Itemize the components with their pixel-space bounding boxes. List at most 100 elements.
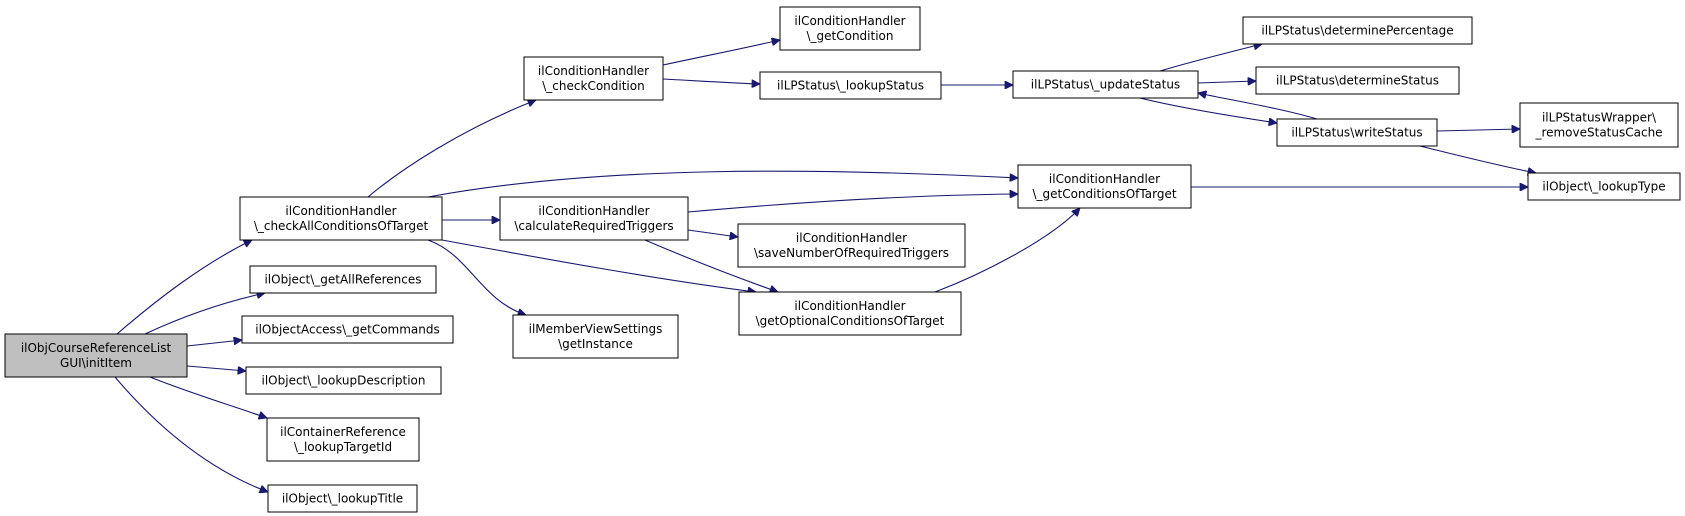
edge-checkAll-to-getOptional: [441, 239, 756, 292]
node-getCommands[interactable]: ilObjectAccess\_getCommands: [241, 315, 454, 344]
node-label-line: ilLPStatus\_updateStatus: [1031, 78, 1180, 92]
node-label-line: ilConditionHandler: [285, 204, 396, 218]
edge-root-to-lookupTargetId: [149, 376, 267, 418]
edge-checkAll-to-checkCond: [367, 100, 536, 198]
node-box: [1255, 66, 1460, 95]
edge-path: [1436, 129, 1520, 131]
edges-layer: [114, 40, 1536, 492]
node-label-line: ilLPStatus\writeStatus: [1291, 126, 1422, 140]
node-label-line: \_getConditionsOfTarget: [1032, 187, 1176, 201]
node-getCond[interactable]: ilConditionHandler\_getCondition: [779, 6, 921, 51]
node-lookupType[interactable]: ilObject\_lookupType: [1527, 172, 1681, 201]
node-saveNum[interactable]: ilConditionHandler\saveNumberOfRequiredT…: [737, 223, 966, 268]
node-label-line: ilObjectAccess\_getCommands: [255, 323, 440, 337]
edge-path: [934, 208, 1080, 293]
node-label-line: \saveNumberOfRequiredTriggers: [754, 246, 949, 260]
node-box: [523, 56, 664, 101]
node-label-line: ilMemberViewSettings: [529, 322, 663, 336]
edge-path: [687, 194, 1018, 213]
node-lookupTargetId[interactable]: ilContainerReference\_lookupTargetId: [266, 417, 420, 462]
node-getAllRefs[interactable]: ilObject\_getAllReferences: [249, 265, 437, 294]
edge-path: [116, 239, 252, 335]
node-box: [1519, 102, 1679, 148]
edge-path: [149, 376, 267, 418]
edge-path: [186, 340, 242, 347]
node-removeCache[interactable]: ilLPStatusWrapper\_removeStatusCache: [1519, 102, 1679, 148]
node-box: [759, 71, 942, 100]
node-writeStatus[interactable]: ilLPStatus\writeStatus: [1276, 118, 1438, 147]
edge-path: [427, 239, 526, 315]
node-box: [1012, 70, 1199, 99]
node-box: [1242, 16, 1473, 45]
node-label-line: \_lookupTargetId: [294, 440, 392, 454]
node-label-line: ilConditionHandler: [794, 299, 905, 313]
node-label-line: \getInstance: [558, 337, 633, 351]
node-label-line: ilObjCourseReferenceList: [21, 341, 172, 355]
node-label-line: ilLPStatus\determineStatus: [1276, 74, 1439, 88]
node-box: [499, 196, 689, 241]
edge-writeStatus-to-removeCache: [1436, 129, 1520, 131]
node-box: [738, 291, 962, 336]
edge-checkCond-to-getCond: [662, 40, 780, 66]
node-memberView[interactable]: ilMemberViewSettings\getInstance: [512, 314, 679, 359]
edge-checkAll-to-memberView: [427, 239, 526, 315]
node-label-line: ilLPStatus\_lookupStatus: [777, 79, 924, 93]
node-detPercent[interactable]: ilLPStatus\determinePercentage: [1242, 16, 1473, 45]
edge-calcReq-to-getOptional: [644, 239, 778, 292]
node-label-line: \getOptionalConditionsOfTarget: [756, 314, 945, 328]
node-box: [1017, 164, 1192, 209]
node-box: [512, 314, 679, 359]
edge-path: [186, 365, 246, 371]
node-lpLookup[interactable]: ilLPStatus\_lookupStatus: [759, 71, 942, 100]
node-box: [241, 315, 454, 344]
node-label-line: ilLPStatus\determinePercentage: [1261, 24, 1453, 38]
node-box: [245, 366, 442, 395]
node-calcReq[interactable]: ilConditionHandler\calculateRequiredTrig…: [499, 196, 689, 241]
edge-path: [644, 239, 778, 292]
edge-path: [1198, 93, 1318, 120]
node-lookupTitle[interactable]: ilObject\_lookupTitle: [267, 484, 418, 513]
edge-getOptional-to-getCondsOfTarget: [934, 208, 1080, 293]
node-label-line: ilConditionHandler: [538, 64, 649, 78]
edge-path: [427, 170, 1018, 198]
node-box: [239, 196, 443, 241]
node-getCondsOfTarget[interactable]: ilConditionHandler\_getConditionsOfTarge…: [1017, 164, 1192, 209]
edge-path: [1159, 44, 1262, 72]
node-checkCond[interactable]: ilConditionHandler\_checkCondition: [523, 56, 664, 101]
node-label-line: ilObject\_lookupDescription: [262, 374, 426, 388]
node-label-line: ilLPStatusWrapper\: [1542, 111, 1657, 125]
edge-writeStatus-to-lookupType: [1419, 145, 1536, 173]
edge-updateStatus-to-detPercent: [1159, 44, 1262, 72]
edge-path: [687, 229, 738, 237]
node-label-line: \_getCondition: [806, 29, 893, 43]
node-label-line: _removeStatusCache: [1534, 126, 1662, 140]
node-box: [4, 333, 188, 378]
node-getOptional[interactable]: ilConditionHandler\getOptionalConditions…: [738, 291, 962, 336]
node-box: [267, 484, 418, 513]
node-detStatus[interactable]: ilLPStatus\determineStatus: [1255, 66, 1460, 95]
node-label-line: \calculateRequiredTriggers: [514, 219, 673, 233]
edge-checkCond-to-lpLookup: [662, 78, 760, 84]
node-checkAll[interactable]: ilConditionHandler\_checkAllConditionsOf…: [239, 196, 443, 241]
node-lookupDesc[interactable]: ilObject\_lookupDescription: [245, 366, 442, 395]
edge-root-to-getAllRefs: [144, 293, 265, 335]
node-label-line: ilConditionHandler: [1049, 172, 1160, 186]
edge-updateStatus-to-detStatus: [1197, 81, 1256, 83]
node-box: [249, 265, 437, 294]
node-label-line: ilConditionHandler: [794, 14, 905, 28]
node-updateStatus[interactable]: ilLPStatus\_updateStatus: [1012, 70, 1199, 99]
node-label-line: \_checkAllConditionsOfTarget: [254, 219, 429, 233]
edge-root-to-lookupTitle: [114, 376, 268, 492]
edge-path: [367, 100, 536, 198]
edge-path: [1419, 145, 1536, 173]
node-label-line: ilObject\_getAllReferences: [264, 273, 421, 287]
node-box: [737, 223, 966, 268]
node-box: [779, 6, 921, 51]
edge-root-to-checkAll: [116, 239, 252, 335]
edge-checkAll-to-getCondsOfTarget: [427, 170, 1018, 198]
node-box: [1527, 172, 1681, 201]
edge-calcReq-to-saveNum: [687, 229, 738, 237]
node-label-line: ilConditionHandler: [796, 231, 907, 245]
